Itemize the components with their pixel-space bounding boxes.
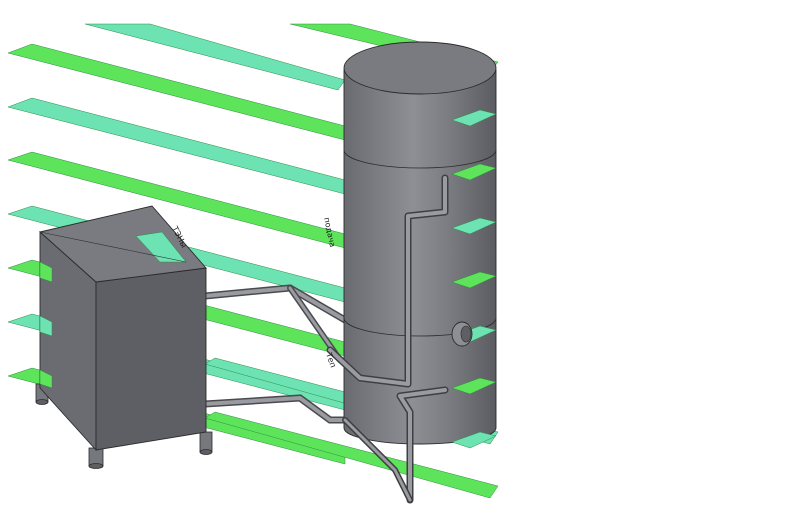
support-leg-icon: [199, 449, 213, 455]
pipe-icon: [203, 395, 347, 422]
cylindrical-tank-icon: [343, 41, 497, 449]
heating-strip: [39, 261, 53, 283]
pipe-icon: [398, 388, 447, 502]
heating-strip: [451, 377, 497, 395]
support-leg-icon: [199, 431, 213, 453]
tank-body: [343, 69, 497, 445]
heating-strip: [451, 431, 497, 449]
box-edge: [39, 231, 187, 263]
pipe-icon: [328, 176, 447, 386]
heating-strip: [39, 315, 53, 337]
tank-seam: [343, 149, 497, 169]
box-front-face: [95, 267, 207, 451]
tank-top-cap: [343, 41, 497, 95]
box-top-face: [39, 205, 207, 283]
heating-strip: [451, 163, 497, 181]
heating-strip: [7, 97, 346, 195]
pipe-icon: [343, 418, 412, 502]
tank-nozzle-bore: [460, 325, 472, 343]
heating-strip: [451, 109, 497, 127]
tank-pipes: [326, 174, 449, 504]
heating-strip: [451, 271, 497, 289]
tank-seam: [343, 317, 497, 337]
support-leg-icon: [88, 463, 104, 469]
box-unit-icon: [35, 205, 213, 469]
support-leg-icon: [35, 399, 49, 405]
heating-strip: [39, 369, 53, 389]
heating-strip: [7, 43, 346, 141]
heating-strip: [451, 217, 497, 235]
